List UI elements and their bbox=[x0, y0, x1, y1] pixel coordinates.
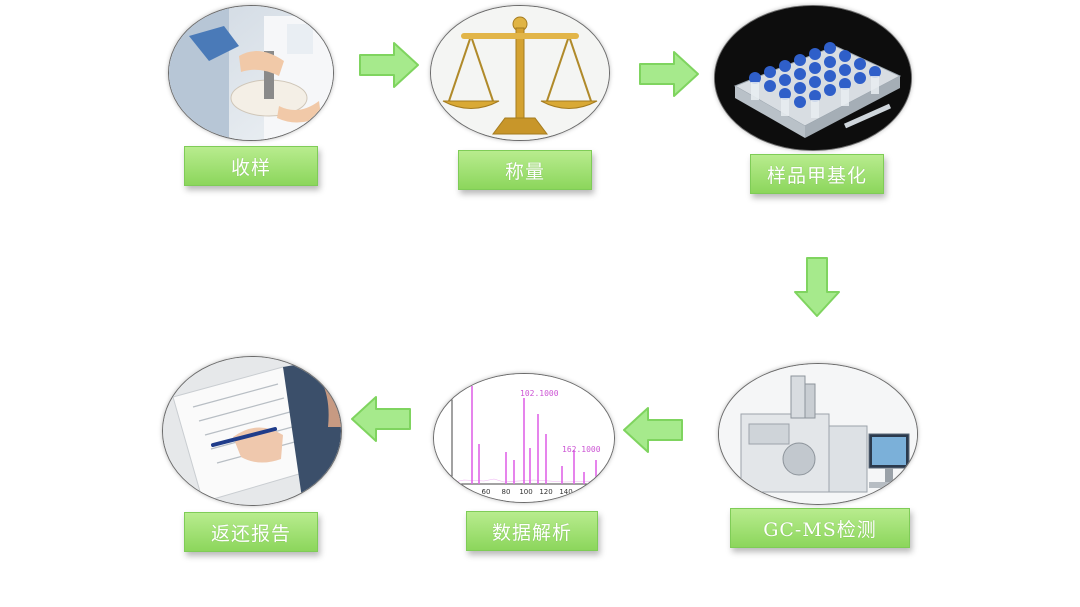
arrow-left-icon bbox=[622, 405, 684, 455]
step-image-methylation bbox=[714, 5, 912, 151]
axis-tick: 160 bbox=[579, 488, 592, 496]
arrow-right-icon bbox=[358, 40, 420, 90]
step-label-methylation: 样品甲基化 bbox=[750, 154, 884, 194]
axis-tick: 120 bbox=[539, 488, 552, 496]
step-label-weighing: 称量 bbox=[458, 150, 592, 190]
step-image-weighing bbox=[430, 5, 610, 141]
arrow-down-icon bbox=[792, 256, 842, 318]
arrow-left-icon bbox=[350, 394, 412, 444]
step-image-gcms-instrument bbox=[718, 363, 918, 505]
step-label-sample-receipt: 收样 bbox=[184, 146, 318, 186]
axis-tick: 80 bbox=[502, 488, 511, 496]
axis-tick: 100 bbox=[519, 488, 532, 496]
step-label-data-analysis: 数据解析 bbox=[466, 511, 598, 551]
arrow-right-icon bbox=[638, 49, 700, 99]
step-label-gcms-detection: GC-MS检测 bbox=[730, 508, 910, 548]
spectrum-peaks bbox=[471, 386, 597, 484]
axis-tick: 140 bbox=[559, 488, 572, 496]
step-label-return-report: 返还报告 bbox=[184, 512, 318, 552]
step-image-sample-receipt bbox=[168, 5, 334, 141]
step-image-mass-spectrum: 102.1000 162.1000 60 80 100 120 140 160 bbox=[433, 373, 615, 503]
step-image-report-writing bbox=[162, 356, 342, 506]
axis-tick: 60 bbox=[482, 488, 491, 496]
peak-label-1: 102.1000 bbox=[520, 389, 559, 398]
peak-label-2: 162.1000 bbox=[562, 445, 601, 454]
